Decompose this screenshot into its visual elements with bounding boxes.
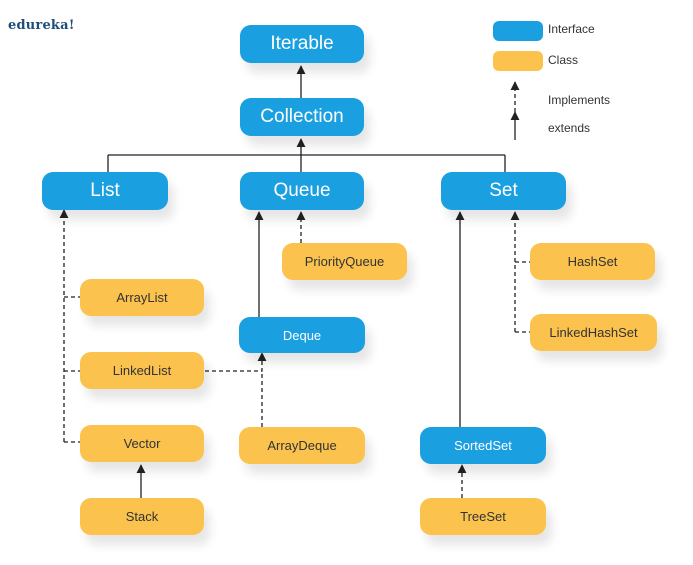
node-arraylist: ArrayList: [80, 279, 204, 316]
node-treeset: TreeSet: [420, 498, 546, 535]
node-collection: Collection: [240, 98, 364, 136]
node-priorityqueue: PriorityQueue: [282, 243, 407, 280]
legend-class-label: Class: [548, 53, 579, 67]
legend-class-swatch: [493, 51, 543, 71]
legend-interface-label: Interface: [548, 22, 595, 36]
node-linkedhashset: LinkedHashSet: [530, 314, 657, 351]
brand-logo: edureka!: [8, 18, 75, 33]
node-queue: Queue: [240, 172, 364, 210]
node-linkedlist: LinkedList: [80, 352, 204, 389]
node-list: List: [42, 172, 168, 210]
node-set: Set: [441, 172, 566, 210]
legend-implements-label: Implements: [548, 93, 611, 107]
node-deque: Deque: [239, 317, 365, 353]
node-sortedset: SortedSet: [420, 427, 546, 464]
node-arraydeque: ArrayDeque: [239, 427, 365, 464]
node-hashset: HashSet: [530, 243, 655, 280]
node-stack: Stack: [80, 498, 204, 535]
node-iterable: Iterable: [240, 25, 364, 63]
node-vector: Vector: [80, 425, 204, 462]
edge-linkedlist-deque: [205, 352, 267, 372]
legend-interface-swatch: [493, 21, 543, 41]
legend-extends-label: extends: [548, 121, 591, 135]
